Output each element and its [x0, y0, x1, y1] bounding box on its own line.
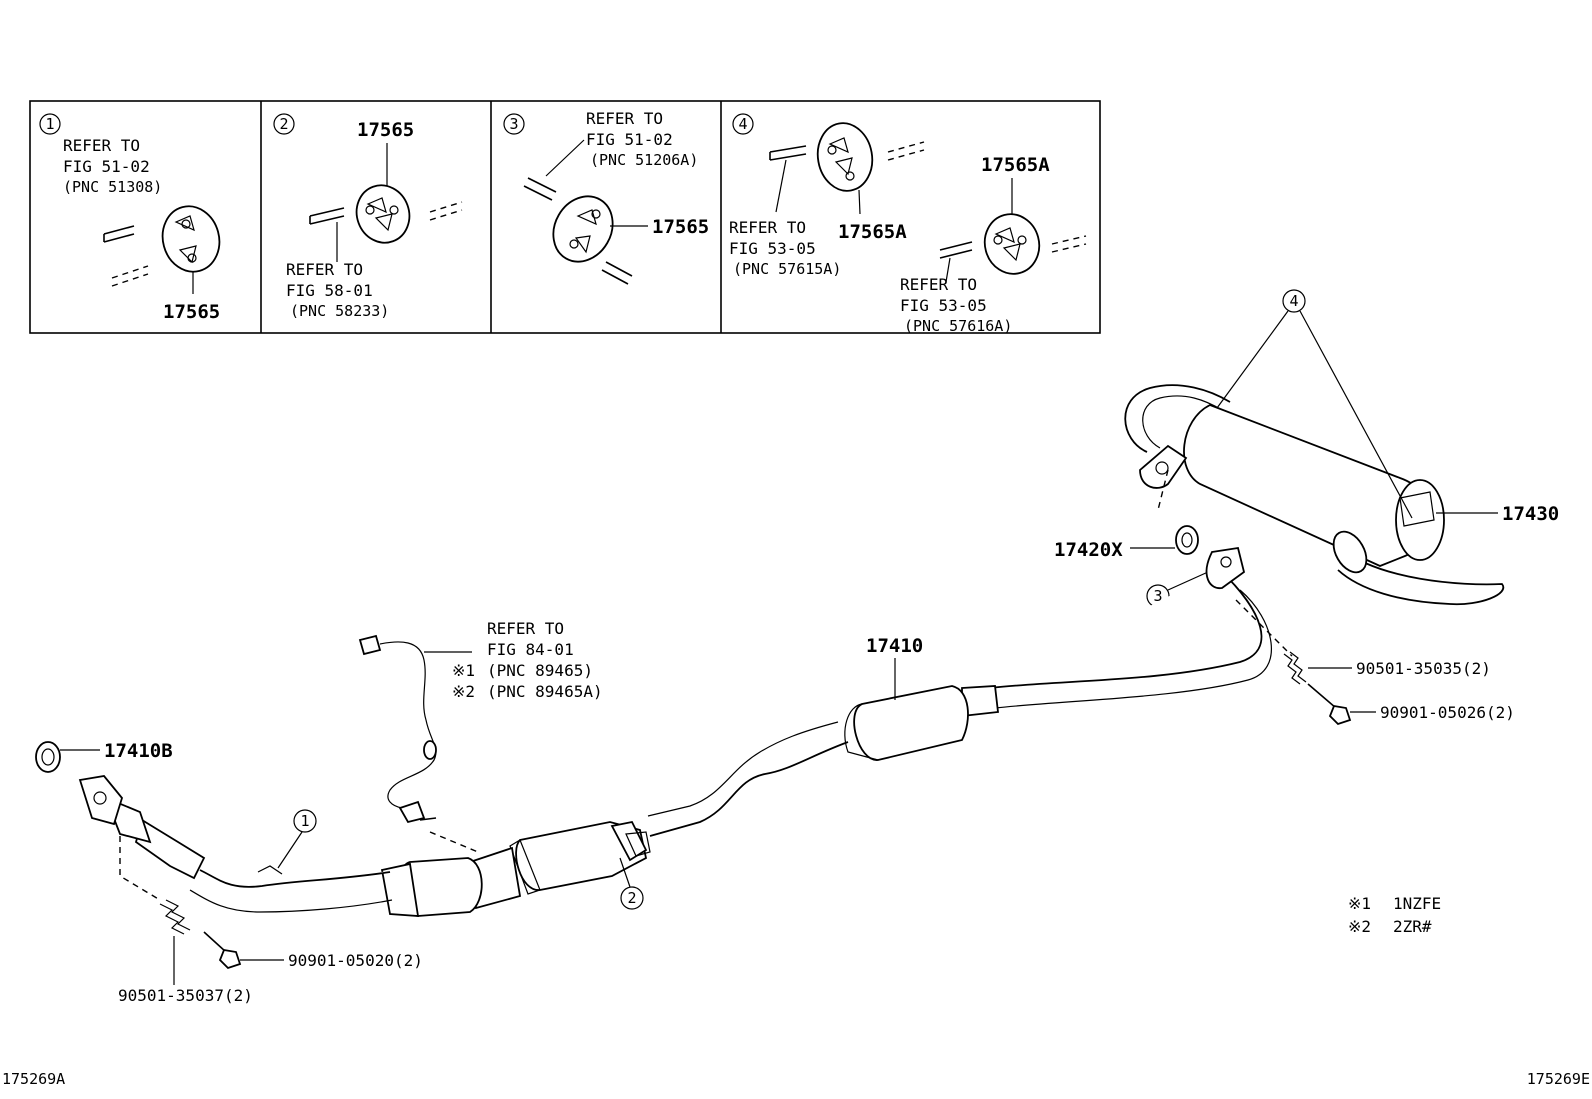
engine-legend: ※1 1NZFE ※2 2ZR#	[1348, 894, 1441, 936]
inset-1-refer-line2: FIG 51-02	[63, 157, 150, 176]
label-90901-05026: 90901-05026(2)	[1380, 703, 1515, 722]
rear-muffler	[1124, 384, 1505, 606]
inset-4-part-17565A-right: 17565A	[981, 154, 1050, 176]
sensor-variant-1-mark: ※1	[452, 661, 475, 680]
sensor-variant-2-mark: ※2	[452, 682, 475, 701]
inset-3-refer-line3: (PNC 51206A)	[590, 151, 698, 169]
footer-code-right: 175269E	[1527, 1070, 1590, 1088]
label-17410B: 17410B	[104, 740, 173, 762]
inset-4-part-17565A-left: 17565A	[838, 221, 907, 243]
inset-3: 3 REFER TO FIG 51-02 (PNC 51206A) 17565	[503, 109, 709, 285]
hanger-icon	[161, 205, 221, 273]
hanger-icon	[816, 122, 874, 192]
legend-mark-1: ※1	[1348, 894, 1371, 913]
inset-4a-refer-line1: REFER TO	[729, 218, 806, 237]
inset-1-callout: 1	[45, 115, 54, 133]
inset-3-refer-line1: REFER TO	[586, 109, 663, 128]
gasket-17420X	[1175, 525, 1199, 555]
footer-code-left: 175269A	[2, 1070, 65, 1088]
inset-3-refer-line2: FIG 51-02	[586, 130, 673, 149]
inset-4-callout: 4	[738, 115, 747, 133]
inset-3-part-17565: 17565	[652, 216, 709, 238]
label-90501-35037: 90501-35037(2)	[118, 986, 253, 1005]
inset-1-part-17565: 17565	[163, 301, 220, 323]
sensor-variant-1-pnc: (PNC 89465)	[487, 661, 593, 680]
gasket-17410B	[35, 741, 61, 773]
inset-2-refer-line1: REFER TO	[286, 260, 363, 279]
spring-icon	[1283, 651, 1307, 685]
hanger-icon	[983, 213, 1041, 275]
inset-4a-refer-line2: FIG 53-05	[729, 239, 816, 258]
main-callout-1: 1	[300, 812, 309, 830]
inset-4b-refer-line3: (PNC 57616A)	[904, 317, 1012, 335]
legend-text-2: 2ZR#	[1393, 917, 1432, 936]
center-pipe-17410	[647, 546, 1272, 837]
oxygen-sensor-icon	[358, 634, 437, 824]
label-90901-05020: 90901-05020(2)	[288, 951, 423, 970]
inset-1-refer-line1: REFER TO	[63, 136, 140, 155]
sensor-variant-2-pnc: (PNC 89465A)	[487, 682, 603, 701]
inset-4b-refer-line2: FIG 53-05	[900, 296, 987, 315]
inset-2-refer-line3: (PNC 58233)	[290, 302, 389, 320]
label-17410: 17410	[866, 635, 923, 657]
hanger-icon	[552, 195, 614, 263]
sensor-refer-line2: FIG 84-01	[487, 640, 574, 659]
inset-3-callout: 3	[509, 115, 518, 133]
main-callout-3: 3	[1153, 587, 1162, 605]
main-callout-2: 2	[627, 889, 636, 907]
hanger-icon	[355, 184, 411, 244]
inset-2-part-17565: 17565	[357, 119, 414, 141]
label-17420X: 17420X	[1054, 539, 1123, 561]
bolt-icon	[1307, 683, 1352, 726]
inset-4a-refer-line3: (PNC 57615A)	[733, 260, 841, 278]
inset-1-refer-line3: (PNC 51308)	[63, 178, 162, 196]
legend-mark-2: ※2	[1348, 917, 1371, 936]
inset-4: 4 REFER TO FIG 53-05 (PNC 57615A) 17565A…	[729, 113, 1087, 335]
sensor-refer-line1: REFER TO	[487, 619, 564, 638]
label-90501-35035: 90501-35035(2)	[1356, 659, 1491, 678]
bolt-icon	[203, 931, 242, 970]
inset-2-refer-line2: FIG 58-01	[286, 281, 373, 300]
main-callout-4: 4	[1289, 292, 1298, 310]
legend-text-1: 1NZFE	[1393, 894, 1441, 913]
label-17430: 17430	[1502, 503, 1559, 525]
inset-2-callout: 2	[279, 115, 288, 133]
front-pipe-assembly	[78, 775, 651, 917]
inset-panel: 1 REFER TO FIG 51-02 (PNC 51308) 17565 2…	[29, 100, 1101, 335]
inset-2: 2 17565 REFER TO FIG 58-01 (PNC 58233)	[273, 113, 463, 320]
inset-4b-refer-line1: REFER TO	[900, 275, 977, 294]
inset-1: 1 REFER TO FIG 51-02 (PNC 51308) 17565	[39, 113, 221, 323]
spring-icon	[159, 899, 191, 935]
